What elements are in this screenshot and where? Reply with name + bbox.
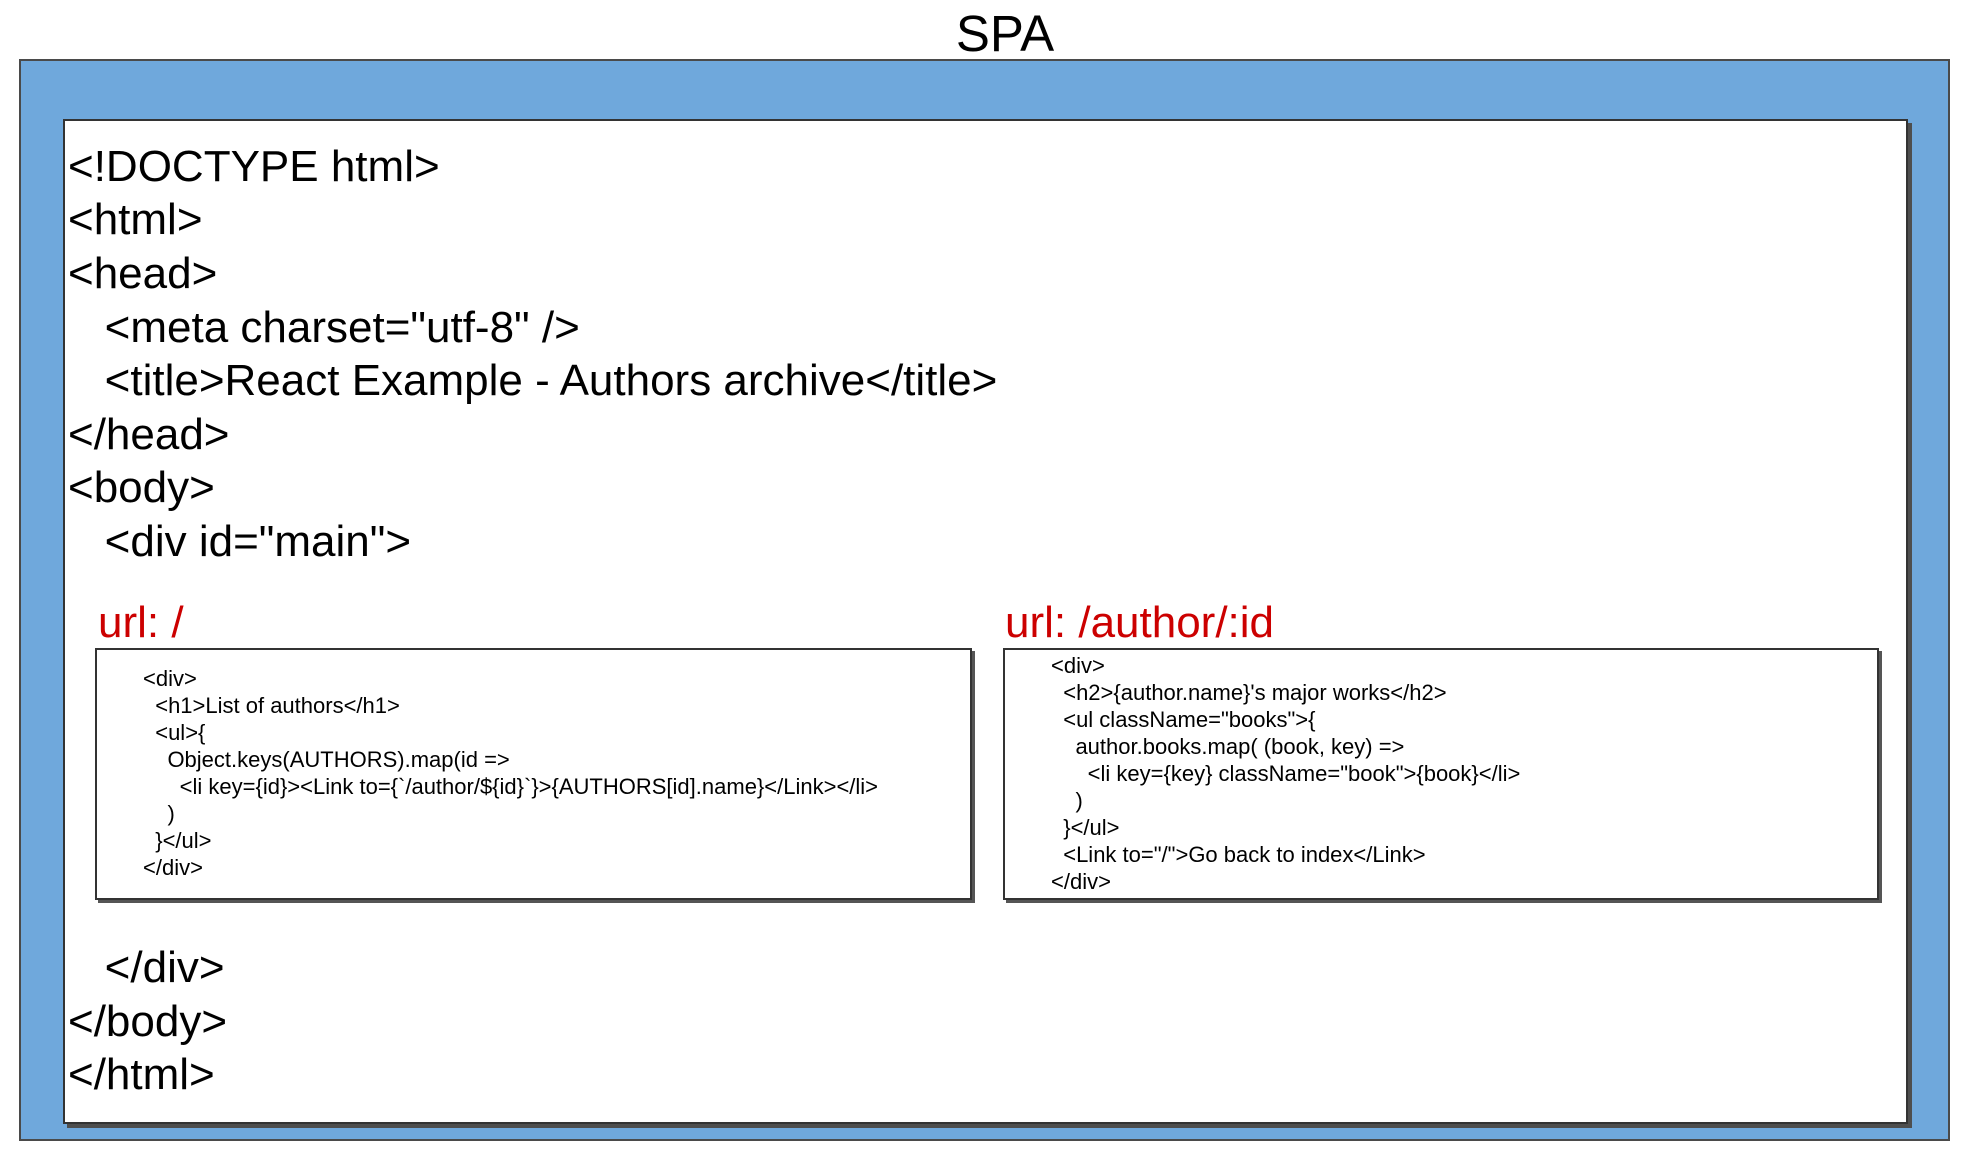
route-index-line: </div> <box>143 855 203 880</box>
route-index-line: Object.keys(AUTHORS).map(id => <box>143 747 510 772</box>
html-line-main-div-open: <div id="main"> <box>68 517 412 566</box>
route-author-line: <div> <box>1051 653 1105 678</box>
route-author-line: </div> <box>1051 869 1111 894</box>
route-code-box-author: <div> <h2>{author.name}'s major works</h… <box>1003 648 1879 900</box>
html-line-body-open: <body> <box>68 463 215 512</box>
route-author-line: <ul className="books">{ <box>1051 707 1316 732</box>
html-line-html-open: <html> <box>68 195 203 244</box>
route-author-line: <Link to="/">Go back to index</Link> <box>1051 842 1426 867</box>
html-line-doctype: <!DOCTYPE html> <box>68 142 440 191</box>
route-author-line: <li key={key} className="book">{book}</l… <box>1051 761 1521 786</box>
html-line-head-close: </head> <box>68 410 230 459</box>
route-code-box-index: <div> <h1>List of authors</h1> <ul>{ Obj… <box>95 648 972 900</box>
diagram-title: SPA <box>955 5 1055 62</box>
html-line-body-close: </body> <box>68 997 228 1046</box>
route-author-line: }</ul> <box>1051 815 1120 840</box>
route-url-author: url: /author/:id <box>1005 598 1275 647</box>
route-index-line: <ul>{ <box>143 720 206 745</box>
html-line-html-close: </html> <box>68 1050 215 1099</box>
route-author-line: ) <box>1051 788 1083 813</box>
html-line-title: <title>React Example - Authors archive</… <box>68 356 998 405</box>
route-index-line: ) <box>143 801 175 826</box>
route-code-author: <div> <h2>{author.name}'s major works</h… <box>1051 652 1520 895</box>
route-index-line: }</ul> <box>143 828 212 853</box>
route-index-line: <h1>List of authors</h1> <box>143 693 400 718</box>
route-index-line: <div> <box>143 666 197 691</box>
html-document-box <box>63 119 1908 1124</box>
html-line-main-div-close: </div> <box>68 943 225 992</box>
route-author-line: <h2>{author.name}'s major works</h2> <box>1051 680 1447 705</box>
route-index-line: <li key={id}><Link to={`/author/${id}`}>… <box>143 774 879 799</box>
route-code-index: <div> <h1>List of authors</h1> <ul>{ Obj… <box>143 665 878 881</box>
html-line-head-open: <head> <box>68 249 218 298</box>
route-author-line: author.books.map( (book, key) => <box>1051 734 1405 759</box>
html-line-meta: <meta charset="utf-8" /> <box>68 303 580 352</box>
route-url-index: url: / <box>98 598 184 647</box>
